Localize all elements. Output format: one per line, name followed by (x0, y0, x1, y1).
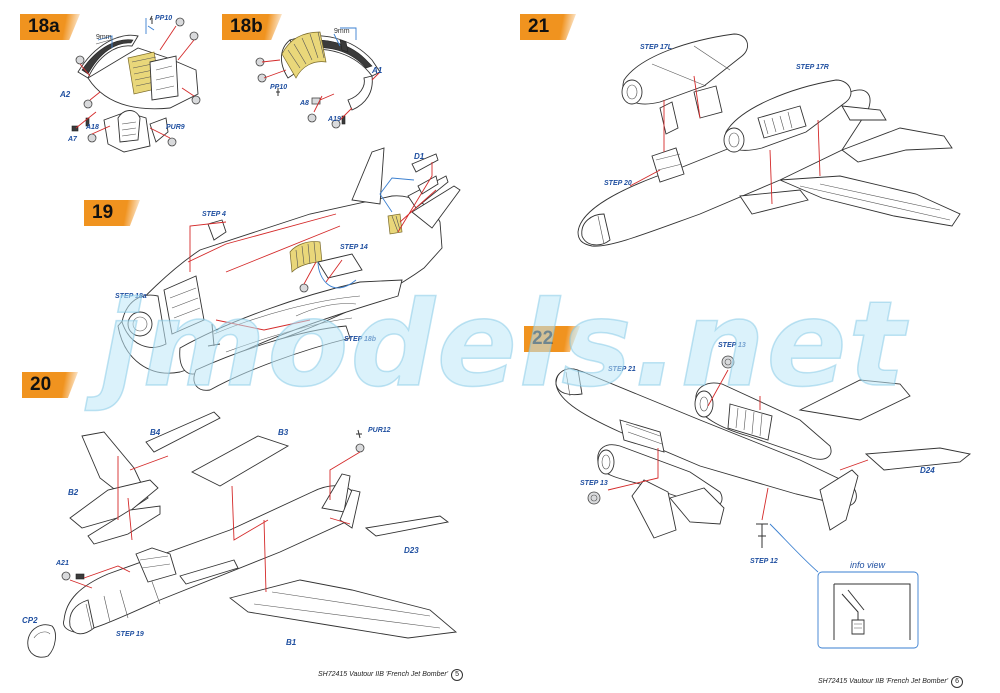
ref-label-step-12: STEP 12 (750, 558, 778, 565)
step-19-drawing (117, 147, 461, 391)
part-label-a2: A2 (60, 90, 71, 99)
page-number-left: 5 (451, 669, 464, 681)
part-label-b3: B3 (278, 428, 289, 437)
dimension-label: 9mm (334, 28, 350, 35)
ref-label-step-18b: STEP 18b (344, 336, 377, 343)
step-badge-18b: 18b (222, 14, 282, 40)
part-label-d1: D1 (414, 152, 425, 161)
part-label-pp10: PP10 (270, 84, 288, 91)
part-label-pur9: PUR9 (166, 124, 185, 131)
part-label-pp10: PP10 (155, 15, 173, 22)
step-22-drawing (555, 355, 972, 649)
ref-label-step-17l: STEP 17L (640, 44, 673, 51)
ref-label-step-21: STEP 21 (608, 366, 636, 373)
footer-right: SH72415 Vautour IIB 'French Jet Bomber'6 (818, 676, 964, 688)
ref-label-step-17r: STEP 17R (796, 64, 829, 71)
part-label-a1: A1 (372, 66, 383, 75)
ref-label-step-20: STEP 20 (604, 180, 632, 187)
page-number-right: 6 (951, 676, 964, 688)
ref-label-step-19: STEP 19 (116, 631, 144, 638)
ref-label-step-13-left: STEP 13 (580, 480, 608, 487)
part-label-a7: A7 (68, 136, 77, 143)
part-label-cp2: CP2 (22, 616, 38, 625)
part-label-d23: D23 (404, 546, 419, 555)
part-label-a19: A19 (328, 116, 341, 123)
step-badge-22: 22 (524, 326, 580, 352)
step-18b-drawing (255, 27, 381, 129)
part-label-b1: B1 (286, 638, 297, 647)
footer-left-text: SH72415 Vautour IIB 'French Jet Bomber' (318, 671, 449, 678)
part-label-d24: D24 (920, 466, 935, 475)
part-label-a18: A18 (86, 124, 99, 131)
footer-right-text: SH72415 Vautour IIB 'French Jet Bomber' (818, 678, 949, 685)
step-21-drawing (577, 33, 961, 247)
part-label-pur12: PUR12 (368, 427, 391, 434)
ref-label-step-18a: STEP 18a (115, 293, 147, 300)
step-badge-20: 20 (22, 372, 78, 398)
step-badge-21: 21 (520, 14, 576, 40)
footer-left: SH72415 Vautour IIB 'French Jet Bomber'5 (318, 669, 464, 681)
part-label-b4: B4 (150, 428, 161, 437)
part-label-a21: A21 (56, 560, 69, 567)
ref-label-step-13-top: STEP 13 (718, 342, 746, 349)
ref-label-step-4: STEP 4 (202, 211, 226, 218)
ref-label-step-14: STEP 14 (340, 244, 368, 251)
dimension-label: 9mm (96, 34, 112, 41)
step-18a-drawing (71, 15, 201, 153)
part-label-a8: A8 (300, 100, 309, 107)
step-20-drawing (27, 411, 458, 658)
step-badge-19: 19 (84, 200, 140, 226)
part-label-b2: B2 (68, 488, 79, 497)
info-view-label: info view (850, 560, 886, 570)
step-badge-18a: 18a (20, 14, 80, 40)
